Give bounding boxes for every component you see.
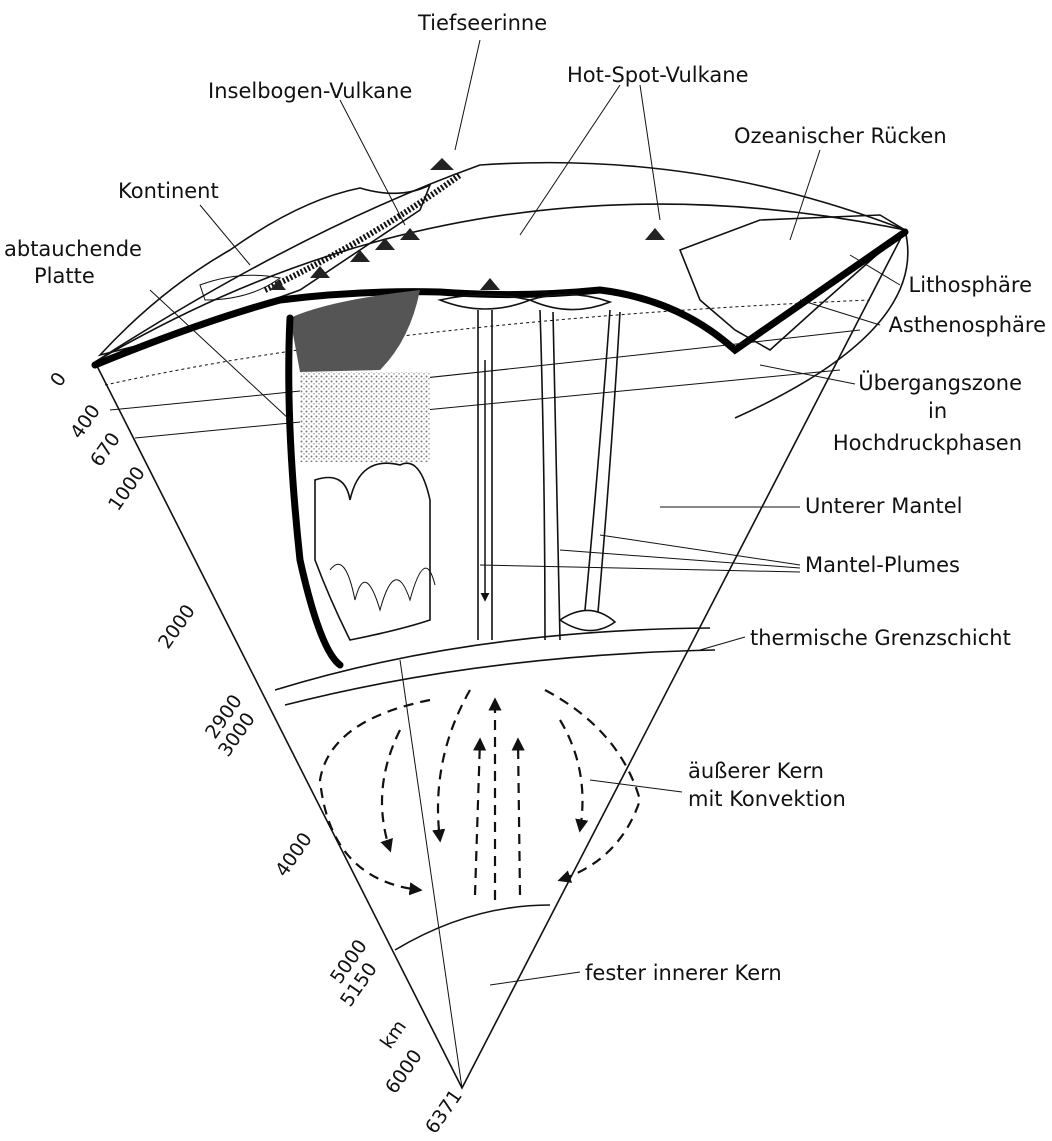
label-uebergang: Übergangszone: [858, 370, 1022, 395]
label-kern-1: äußerer Kern: [688, 759, 824, 783]
depth-axis: 0 400 670 1000 2000 2900 3000 4000 5000 …: [46, 368, 467, 1138]
inner-core-boundary: [395, 905, 550, 950]
volcano-icon: [375, 238, 395, 250]
depth-tick: 4000: [271, 829, 317, 881]
leader-lines: [150, 40, 900, 985]
label-inselbogen: Inselbogen-Vulkane: [208, 79, 412, 103]
depth-tick: 400: [66, 401, 105, 443]
layer-boundaries: [105, 300, 870, 950]
depth-tick: 2000: [154, 601, 200, 653]
label-kontinent: Kontinent: [118, 179, 219, 203]
label-ruecken: Ozeanischer Rücken: [734, 124, 947, 148]
label-tiefseerinne: Tiefseerinne: [417, 11, 547, 35]
depth-tick: 0: [46, 368, 71, 391]
label-uebergang-in: in: [928, 399, 947, 423]
subducting-slab: [289, 290, 435, 665]
label-lithosphaere: Lithosphäre: [909, 273, 1032, 297]
label-asthenosphaere: Asthenosphäre: [889, 313, 1046, 337]
depth-tick: 6000: [381, 1046, 427, 1098]
labels: Tiefseerinne Inselbogen-Vulkane Hot-Spot…: [4, 11, 1046, 985]
label-hotspot: Hot-Spot-Vulkane: [567, 63, 749, 87]
trench-band: [265, 175, 460, 290]
label-platte: Platte: [34, 264, 95, 288]
label-grenzschicht: thermische Grenzschicht: [750, 626, 1011, 650]
depth-tick: 670: [86, 429, 125, 471]
volcano-icon: [430, 158, 454, 170]
volcano-icon: [350, 250, 370, 262]
label-plumes: Mantel-Plumes: [805, 553, 960, 577]
volcano-icon: [480, 278, 500, 290]
outer-core-convection: [320, 690, 640, 900]
label-unterer-mantel: Unterer Mantel: [805, 494, 963, 518]
depth-unit: km: [376, 1016, 411, 1053]
depth-tick: 1000: [104, 463, 150, 515]
label-innerer-kern: fester innerer Kern: [585, 961, 782, 985]
volcano-icon: [645, 228, 665, 240]
label-kern-2: mit Konvektion: [688, 787, 846, 811]
label-abtauchende: abtauchende: [4, 237, 142, 261]
mantle-plumes: [440, 294, 620, 640]
label-uebergang-hoch: Hochdruckphasen: [833, 431, 1022, 455]
depth-tick: 6371: [421, 1086, 467, 1138]
